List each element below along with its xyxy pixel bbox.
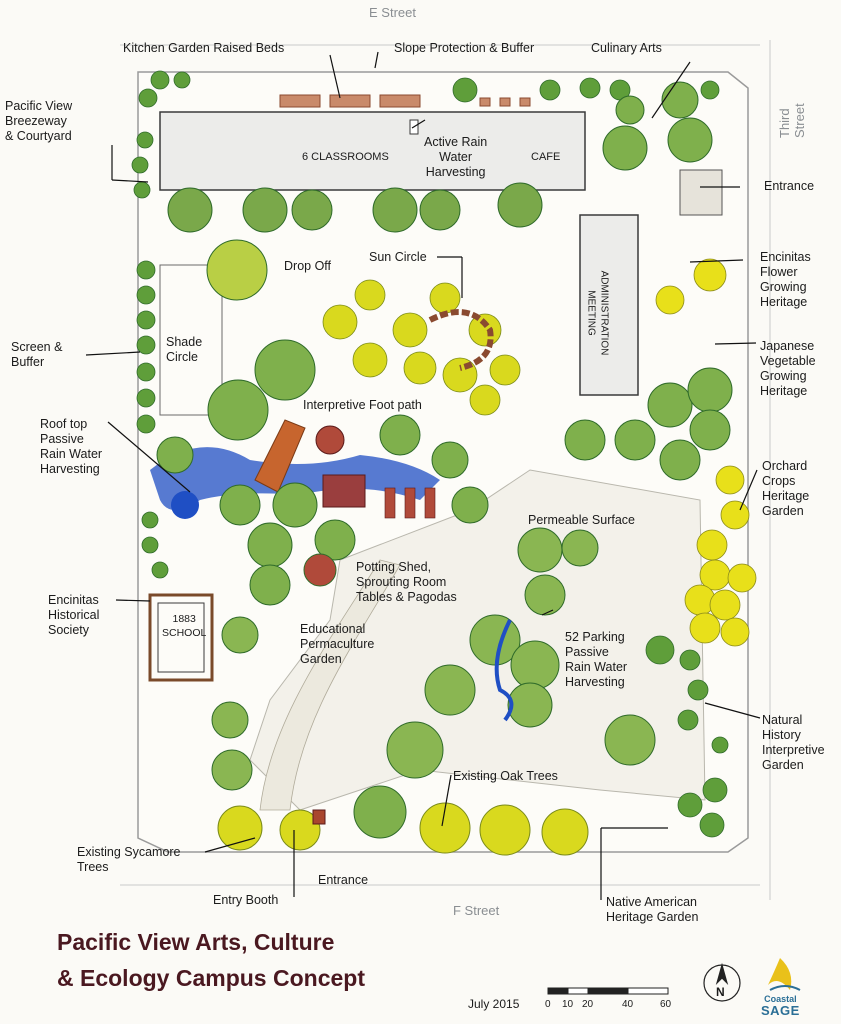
label-screen-buffer: Screen & Buffer — [11, 340, 63, 369]
street-e: E Street — [369, 5, 416, 20]
scale-label-40: 40 — [622, 999, 634, 1010]
label-parking: 52 Parking Passive Rain Water Harvesting — [565, 630, 628, 689]
entry-booth — [312, 809, 326, 825]
label-breezeway: Pacific View Breezeway & Courtyard — [5, 99, 73, 143]
east-trees — [564, 367, 733, 481]
label-sycamore: Existing Sycamore Trees — [77, 845, 181, 874]
sun-circle-seating — [428, 309, 494, 371]
leader-lines — [85, 51, 761, 900]
entrance-steps — [679, 169, 723, 216]
label-native-american: Native American Heritage Garden — [606, 895, 699, 924]
map-date: July 2015 — [468, 997, 520, 1011]
curved-entry-path — [259, 559, 401, 811]
label-entrance-east: Entrance — [764, 179, 815, 193]
culinary-trees — [602, 81, 713, 171]
classroom-trees — [167, 182, 543, 233]
rain-water-pond — [150, 447, 440, 510]
oak-tree-row — [217, 802, 589, 856]
coastal-sage-logo — [768, 958, 801, 991]
scale-label-0: 0 — [545, 999, 551, 1010]
sun-circle-trees — [322, 279, 521, 416]
footpath-bridge — [254, 419, 306, 493]
label-japanese-heritage: Japanese Vegetable Growing Heritage — [760, 339, 816, 398]
label-kitchen-garden: Kitchen Garden Raised Beds — [123, 41, 285, 55]
hedge-border — [131, 70, 191, 579]
map-title: Pacific View Arts, Culture & Ecology Cam… — [57, 929, 365, 991]
logo-line2: SAGE — [761, 1003, 800, 1018]
scale-label-10: 10 — [562, 999, 574, 1010]
tables — [384, 487, 436, 519]
north-arrow — [703, 962, 741, 1002]
parking-trees — [211, 527, 656, 791]
north-label: N — [716, 985, 725, 999]
label-shade-circle: Shade Circle — [166, 335, 203, 364]
label-active-rain: Active Rain Water Harvesting — [424, 135, 488, 179]
label-entry-booth: Entry Booth — [213, 893, 279, 907]
label-oak-trees: Existing Oak Trees — [453, 769, 558, 783]
label-orchard: Orchard Crops Heritage Garden — [762, 459, 810, 518]
top-shrubs — [452, 77, 720, 103]
scale-label-20: 20 — [582, 999, 594, 1010]
label-potting-shed: Potting Shed, Sprouting Room Tables & Pa… — [356, 560, 457, 604]
natural-history-shrubs — [645, 635, 729, 838]
logo-text: Coastal SAGE — [761, 994, 800, 1018]
label-permeable: Permeable Surface — [528, 513, 636, 527]
scale-label-60: 60 — [660, 999, 672, 1010]
label-roof-rain: Roof top Passive Rain Water Harvesting — [40, 417, 103, 476]
street-f: F Street — [453, 903, 500, 918]
label-footpath: Interpretive Foot path — [303, 398, 422, 412]
scale-bar — [547, 987, 669, 995]
label-cafe: CAFE — [531, 151, 561, 163]
label-entrance-south: Entrance — [318, 873, 369, 887]
courtyard-trees — [156, 339, 489, 606]
label-natural-history: Natural History Interpretive Garden — [762, 713, 825, 772]
classroom-building — [159, 111, 586, 191]
drop-off-tree — [206, 239, 268, 301]
administration-building — [579, 214, 639, 396]
label-slope-protection: Slope Protection & Buffer — [394, 41, 535, 55]
label-permaculture: Educational Permaculture Garden — [300, 622, 375, 666]
parking-swale — [494, 619, 514, 722]
logo-line1: Coastal — [764, 994, 797, 1004]
label-historical-society: Encinitas Historical Society — [48, 593, 100, 637]
potting-shed — [322, 474, 366, 508]
shade-circle-area — [159, 264, 223, 416]
label-sun-circle: Sun Circle — [369, 250, 427, 264]
orchard-trees — [655, 258, 757, 647]
label-drop-off: Drop Off — [284, 259, 332, 273]
label-school: 1883 SCHOOL — [162, 613, 207, 639]
street-third: Third Street — [777, 103, 807, 138]
label-culinary-arts: Culinary Arts — [591, 41, 662, 55]
label-administration: ADMINISTRATION MEETING — [585, 270, 610, 356]
pagoda — [315, 425, 345, 455]
label-flower-heritage: Encinitas Flower Growing Heritage — [760, 250, 811, 309]
label-classrooms: 6 CLASSROOMS — [302, 151, 389, 163]
